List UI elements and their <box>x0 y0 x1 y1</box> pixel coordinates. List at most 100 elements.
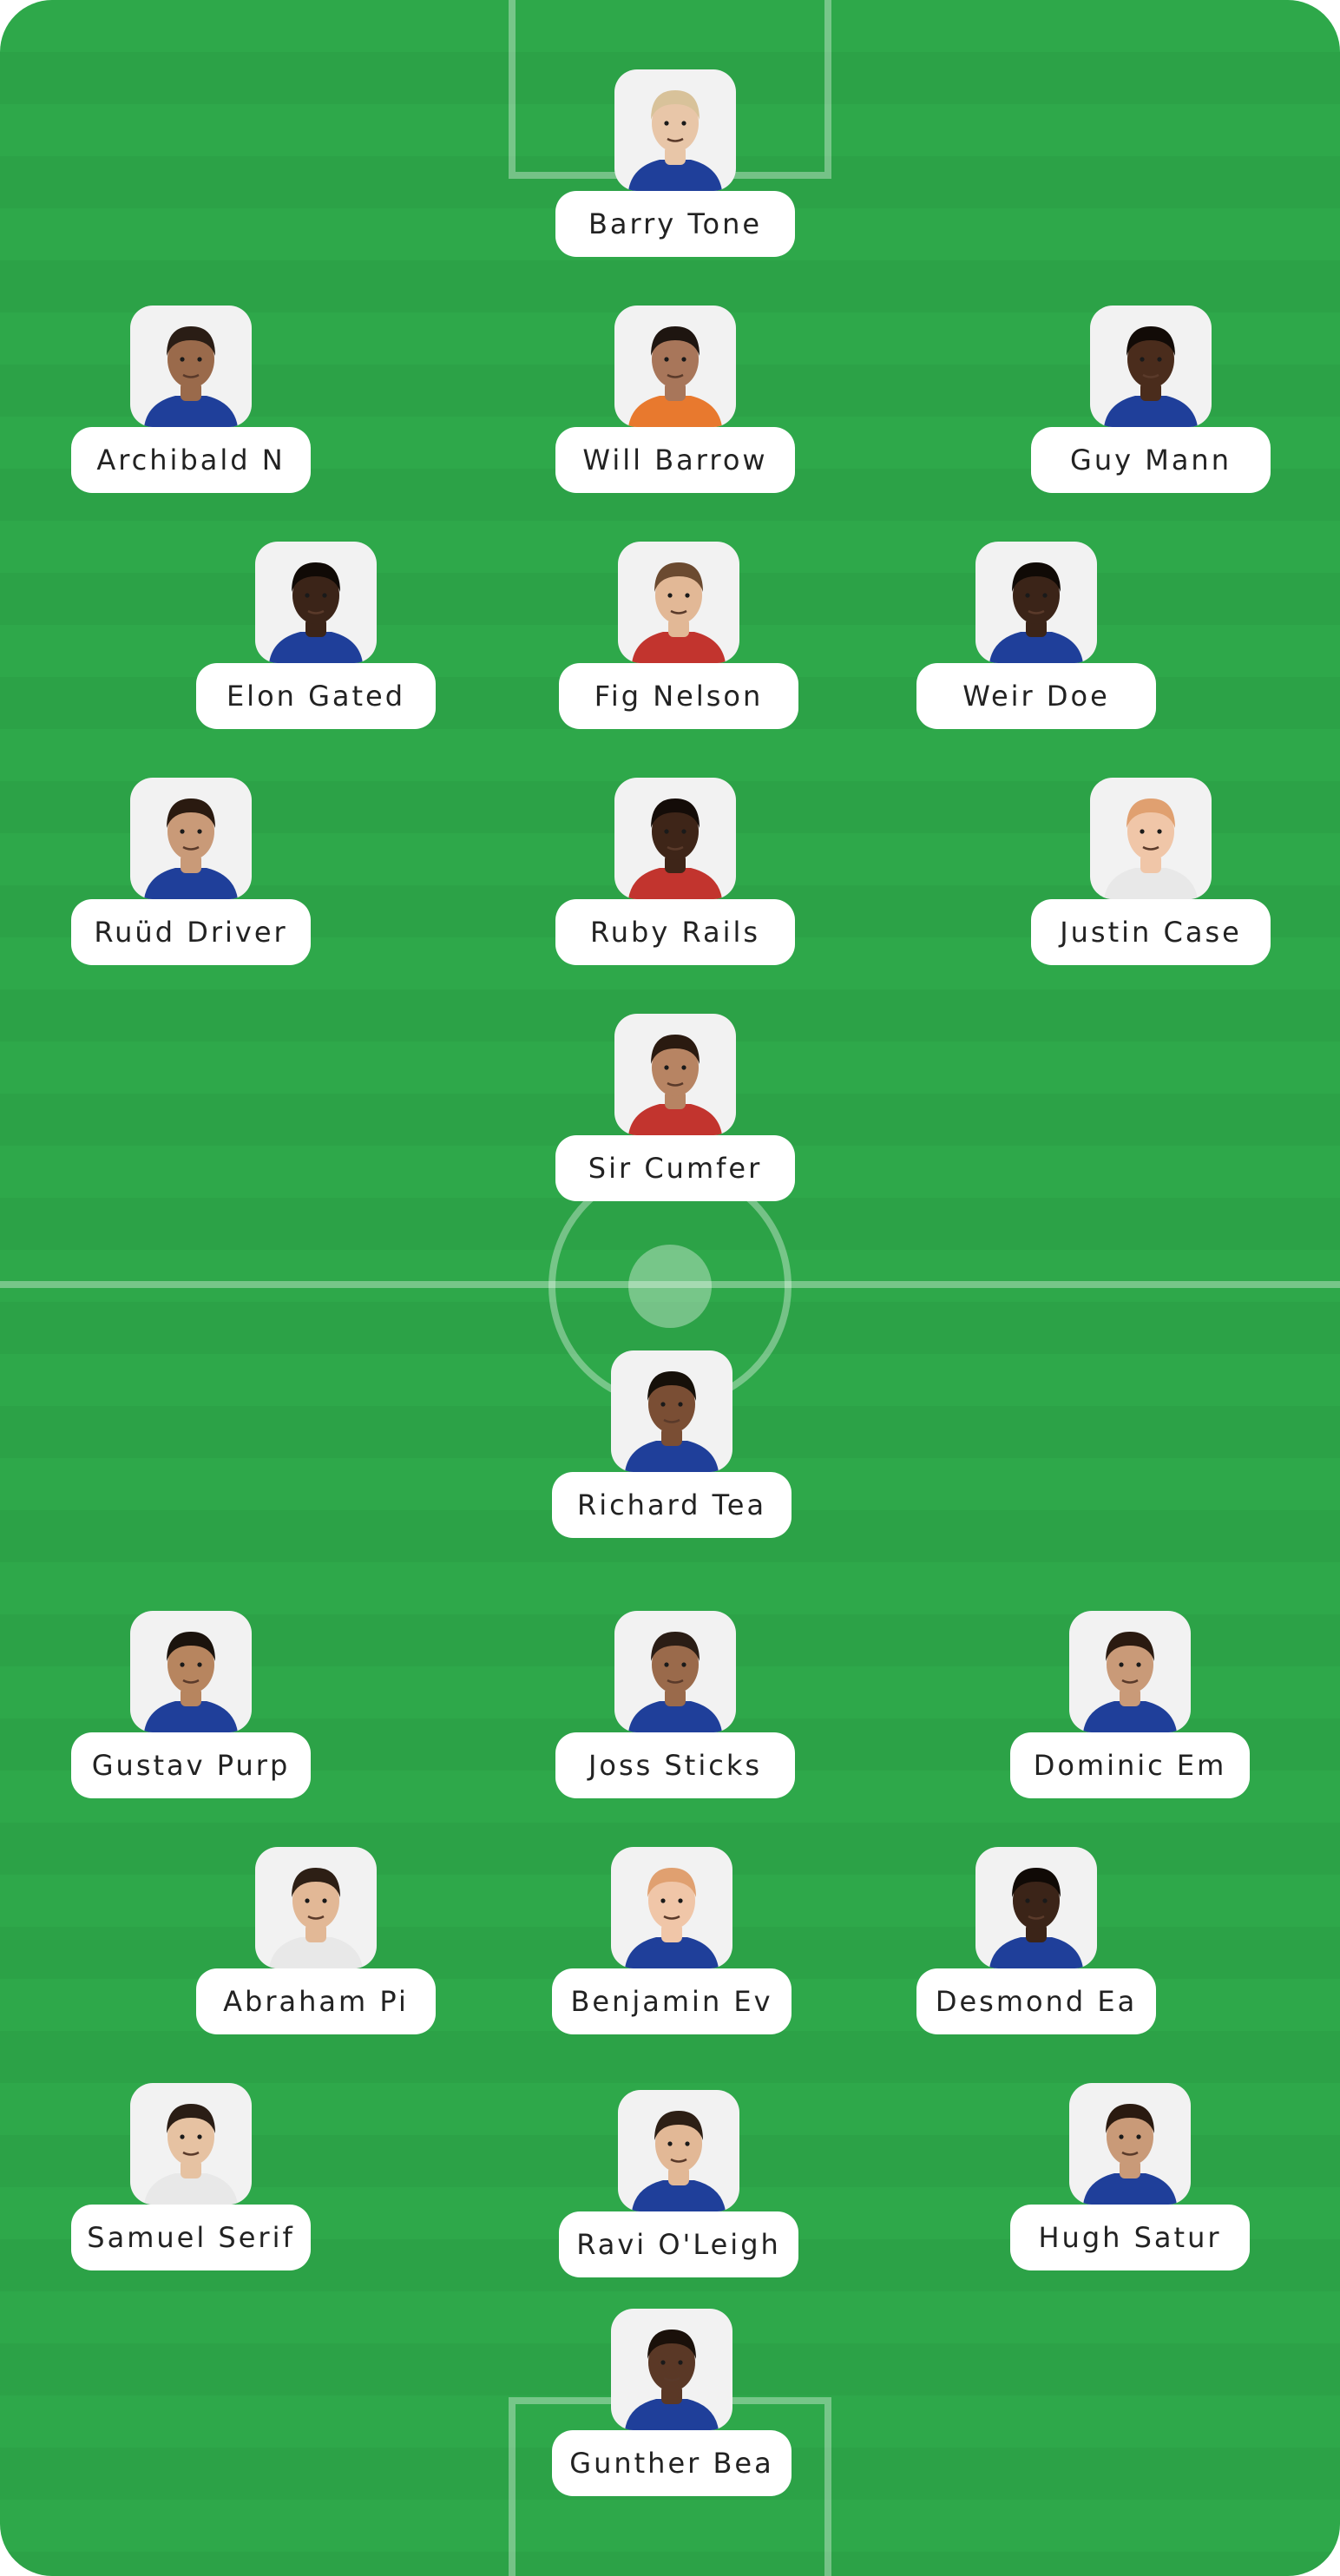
player-card[interactable]: Fig Nelson <box>548 542 809 741</box>
player-card[interactable]: Sir Cumfer <box>545 1014 805 1213</box>
player-photo <box>1090 306 1212 427</box>
player-card[interactable]: Archibald N <box>61 306 321 505</box>
player-card[interactable]: Benjamin Ev <box>542 1847 802 2047</box>
face-shape <box>652 1039 699 1096</box>
player-name: Archibald N <box>71 427 311 493</box>
player-card[interactable]: Joss Sticks <box>545 1611 805 1810</box>
player-card[interactable]: Desmond Ea <box>906 1847 1166 2047</box>
player-card[interactable]: Richard Tea <box>542 1350 802 1550</box>
eye-shape <box>1140 829 1145 834</box>
player-card[interactable]: Abraham Pi <box>186 1847 446 2047</box>
player-photo <box>611 1847 732 1968</box>
mouth-shape <box>182 2151 200 2156</box>
player-name: Sir Cumfer <box>555 1135 795 1201</box>
player-avatar <box>628 1035 722 1135</box>
shirt-shape <box>625 1937 719 1968</box>
face-shape <box>655 567 702 624</box>
player-name: Ruby Rails <box>555 899 795 965</box>
player-avatar <box>989 1868 1083 1968</box>
player-avatar <box>144 798 238 899</box>
shirt-shape <box>144 2173 238 2205</box>
player-card[interactable]: Elon Gated <box>186 542 446 741</box>
player-card[interactable]: Hugh Satur <box>1000 2083 1260 2283</box>
player-card[interactable]: Ruby Rails <box>545 778 805 977</box>
face-shape <box>648 1872 695 1929</box>
eye-shape <box>685 593 690 598</box>
player-card[interactable]: Barry Tone <box>545 69 805 269</box>
eye-shape <box>664 1065 669 1070</box>
player-name: Gunther Bea <box>552 2430 792 2496</box>
player-card[interactable]: Samuel Serif <box>61 2083 321 2283</box>
player-photo <box>618 542 739 663</box>
player-photo <box>614 1014 736 1135</box>
player-card[interactable]: Guy Mann <box>1021 306 1281 505</box>
eye-shape <box>322 1898 327 1903</box>
hair-shape <box>167 798 215 828</box>
eye-shape <box>1025 593 1030 598</box>
eye-shape <box>1042 593 1048 598</box>
face-shape <box>1107 2108 1153 2165</box>
face-shape <box>168 803 214 860</box>
mouth-shape <box>1121 1679 1139 1684</box>
player-card[interactable]: Justin Case <box>1021 778 1281 977</box>
mouth-shape <box>663 2376 680 2382</box>
eye-shape <box>664 829 669 834</box>
mouth-shape <box>1028 609 1045 614</box>
shirt-shape <box>632 632 726 663</box>
player-name: Gustav Purp <box>71 1732 311 1798</box>
player-photo <box>614 306 736 427</box>
eye-shape <box>197 829 202 834</box>
player-photo <box>130 2083 252 2205</box>
player-card[interactable]: Ruüd Driver <box>61 778 321 977</box>
face-shape <box>652 1636 699 1693</box>
hair-shape <box>654 2111 703 2140</box>
shirt-shape <box>1083 1701 1177 1732</box>
eye-shape <box>305 593 310 598</box>
player-card[interactable]: Weir Doe <box>906 542 1166 741</box>
player-card[interactable]: Will Barrow <box>545 306 805 505</box>
mouth-shape <box>667 373 684 378</box>
player-photo <box>611 1350 732 1472</box>
player-card[interactable]: Ravi O'Leigh <box>548 2090 809 2290</box>
hair-shape <box>1127 798 1175 828</box>
mouth-shape <box>663 1418 680 1423</box>
mouth-shape <box>667 845 684 851</box>
player-avatar <box>269 1868 363 1968</box>
shirt-shape <box>144 1701 238 1732</box>
face-shape <box>292 1872 339 1929</box>
player-avatar <box>269 562 363 663</box>
eye-shape <box>1119 2134 1124 2139</box>
player-card[interactable]: Dominic Em <box>1000 1611 1260 1810</box>
face-shape <box>652 331 699 388</box>
player-name: Fig Nelson <box>559 663 798 729</box>
mouth-shape <box>1142 845 1159 851</box>
eye-shape <box>180 2134 185 2139</box>
hair-shape <box>1012 562 1061 592</box>
mouth-shape <box>670 2158 687 2163</box>
face-shape <box>1127 803 1174 860</box>
mouth-shape <box>663 1915 680 1920</box>
mouth-shape <box>667 1081 684 1087</box>
player-avatar <box>1104 798 1198 899</box>
player-name: Abraham Pi <box>196 1968 436 2034</box>
shirt-shape <box>628 868 722 899</box>
player-avatar <box>1104 326 1198 427</box>
face-shape <box>1013 567 1060 624</box>
player-photo <box>255 1847 377 1968</box>
shirt-shape <box>1083 2173 1177 2205</box>
player-photo <box>614 778 736 899</box>
player-card[interactable]: Gunther Bea <box>542 2309 802 2508</box>
player-name: Justin Case <box>1031 899 1271 965</box>
eye-shape <box>197 2134 202 2139</box>
eye-shape <box>660 1402 666 1407</box>
shirt-shape <box>144 868 238 899</box>
eye-shape <box>678 1402 683 1407</box>
eye-shape <box>1140 357 1145 362</box>
player-avatar <box>625 2330 719 2430</box>
face-shape <box>648 1376 695 1433</box>
shirt-shape <box>628 1701 722 1732</box>
hair-shape <box>1106 1632 1154 1661</box>
player-card[interactable]: Gustav Purp <box>61 1611 321 1810</box>
shirt-shape <box>625 2399 719 2430</box>
